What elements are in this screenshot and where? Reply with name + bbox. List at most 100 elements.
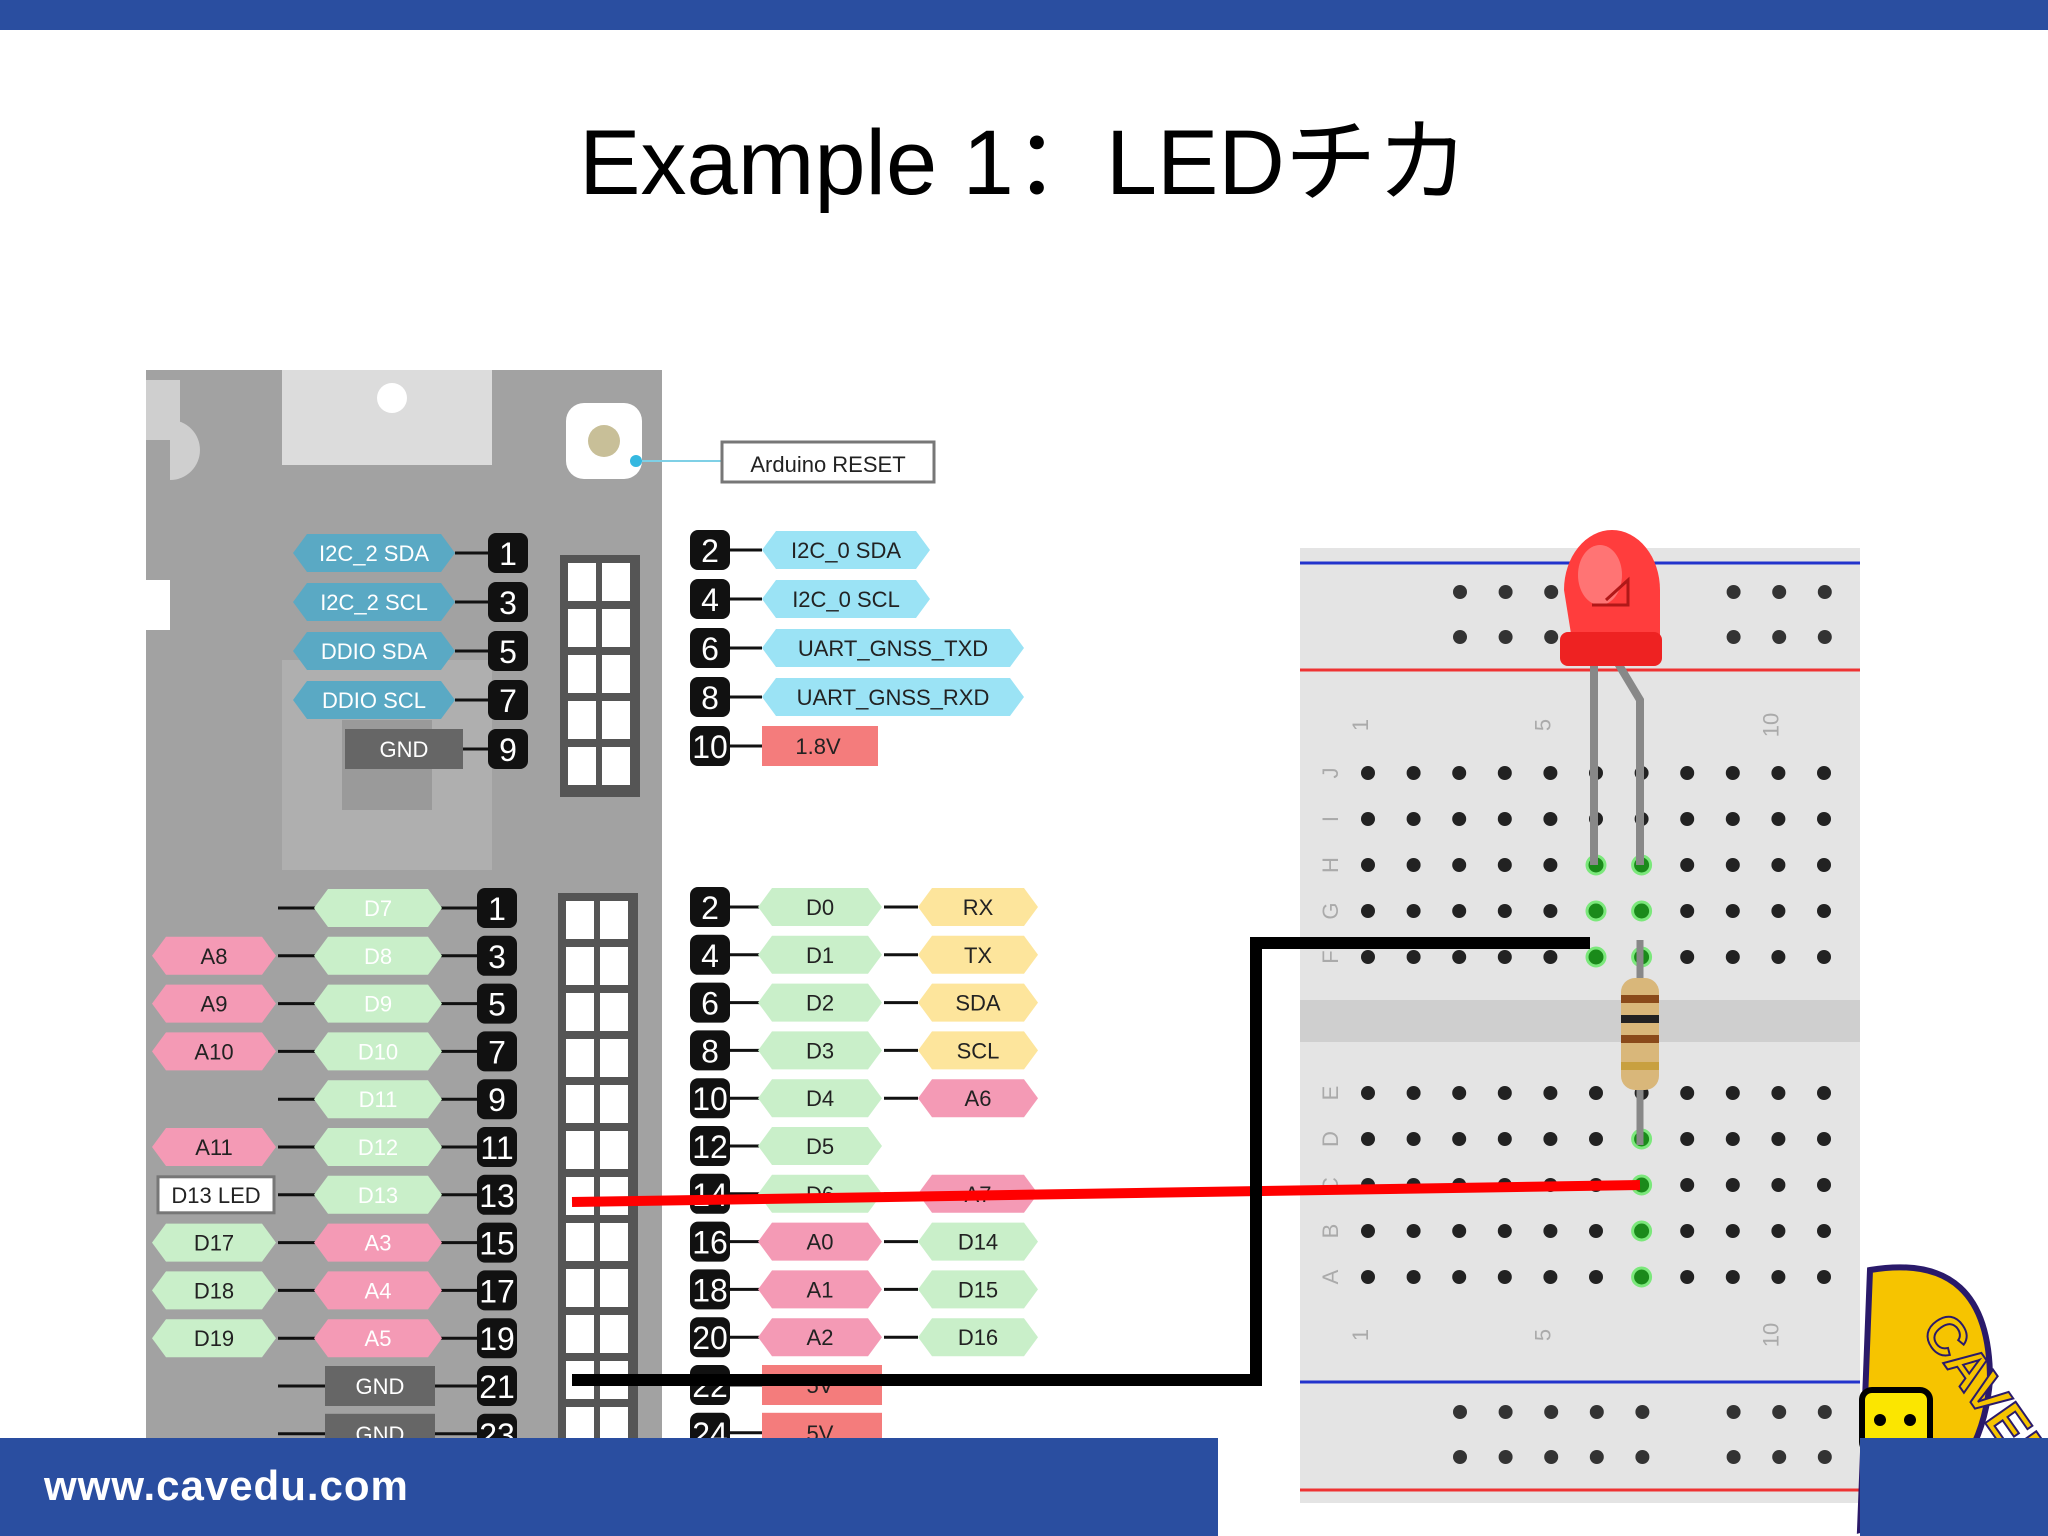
reset-label: Arduino RESET xyxy=(750,452,905,477)
header-socket xyxy=(600,1223,628,1261)
breadboard-hole xyxy=(1817,904,1831,918)
black-wire xyxy=(572,937,1590,1386)
breadboard-hole xyxy=(1453,630,1467,644)
breadboard-hole xyxy=(1361,1270,1375,1284)
pin-number-lower-right-number: 16 xyxy=(692,1225,728,1261)
breadboard-hole xyxy=(1817,812,1831,826)
pin-tag-lower-right-text: D0 xyxy=(806,895,834,920)
breadboard-hole xyxy=(1680,766,1695,780)
breadboard-hole xyxy=(1498,630,1513,644)
breadboard-hole xyxy=(1497,766,1512,780)
breadboard-hole xyxy=(1817,585,1832,599)
breadboard-hole xyxy=(1772,1450,1787,1464)
breadboard-hole xyxy=(1771,904,1786,918)
breadboard-hole xyxy=(1771,1178,1786,1192)
pin-tag-gnd-text: GND xyxy=(356,1374,405,1399)
pin-number-lower-left-number: 11 xyxy=(480,1130,513,1166)
pin-number-lower-right-number: 10 xyxy=(692,1081,728,1117)
header-socket xyxy=(566,901,594,939)
breadboard-hole xyxy=(1543,950,1558,964)
breadboard-hole xyxy=(1725,812,1740,826)
breadboard-hole xyxy=(1817,630,1832,644)
pin-number-lower-right-number: 4 xyxy=(701,938,719,974)
pin-tag-lower-left-extra-text: D17 xyxy=(194,1231,234,1256)
pin-tag-upper-right-text: UART_GNSS_TXD xyxy=(798,636,988,661)
pin-tag-lower-right-text: D5 xyxy=(806,1134,834,1159)
header-socket xyxy=(600,947,628,985)
breadboard-hole xyxy=(1452,950,1467,964)
breadboard-hole xyxy=(1817,1224,1831,1238)
pin-number-upper-left: 7 xyxy=(488,680,528,720)
pin-number-lower-right-number: 8 xyxy=(701,1033,719,1069)
breadboard-hole xyxy=(1406,812,1421,826)
pin-tag-upper-right-text: I2C_0 SDA xyxy=(791,538,901,563)
pin-tag-upper-right-text: UART_GNSS_RXD xyxy=(797,685,990,710)
pin-number-lower-right: 2 xyxy=(690,887,730,927)
pin-tag-lower-left: D10 xyxy=(314,1032,442,1071)
pin-tag-lower-right-extra: SCL xyxy=(918,1031,1038,1070)
breadboard-hole xyxy=(1589,1132,1603,1146)
header-socket xyxy=(600,1177,628,1215)
pin-number-upper-left: 5 xyxy=(488,631,528,671)
row-letter: B xyxy=(1318,1224,1343,1239)
pin-number-lower-right: 6 xyxy=(690,982,730,1023)
header-socket xyxy=(602,563,630,601)
pin-number-upper-right: 2 xyxy=(690,530,730,570)
pin-number-lower-left: 3 xyxy=(477,935,517,976)
breadboard-hole xyxy=(1635,1405,1650,1419)
breadboard-hole xyxy=(1817,766,1831,780)
breadboard-hole xyxy=(1680,1224,1695,1238)
pin-number-upper-right: 6 xyxy=(690,628,730,668)
pin-tag-lower-left-text: D13 xyxy=(358,1183,398,1208)
pin-tag-lower-right-text: A0 xyxy=(807,1230,834,1255)
breadboard-hole xyxy=(1452,1132,1467,1146)
header-socket xyxy=(600,1131,628,1169)
pin-tag-lower-left-extra-text: A11 xyxy=(195,1135,233,1160)
pin-number-lower-left: 9 xyxy=(477,1079,517,1120)
breadboard-hole xyxy=(1817,858,1831,872)
header-socket xyxy=(602,655,630,693)
breadboard-hole xyxy=(1771,1132,1786,1146)
pin-tag-lower-left-extra: A10 xyxy=(152,1032,276,1071)
column-number: 1 xyxy=(1348,719,1373,731)
header-socket xyxy=(566,1039,594,1077)
pin-number-lower-left-number: 7 xyxy=(488,1034,506,1070)
breadboard-hole xyxy=(1361,904,1375,918)
pin-number-upper-right-number: 8 xyxy=(701,680,719,716)
breadboard-hole xyxy=(1817,1270,1831,1284)
reset-label-box: Arduino RESET xyxy=(720,440,936,484)
breadboard-hole xyxy=(1771,950,1786,964)
header-socket xyxy=(566,1269,594,1307)
pin-number-upper-left-number: 9 xyxy=(499,732,517,768)
pin-tag-lower-right: A0 xyxy=(758,1222,882,1261)
breadboard-hole xyxy=(1771,1270,1786,1284)
pin-tag-lower-right-text: A2 xyxy=(807,1325,834,1350)
breadboard-hole xyxy=(1772,1405,1787,1419)
breadboard-hole xyxy=(1543,1270,1558,1284)
breadboard-hole xyxy=(1452,1086,1467,1100)
pin-tag-lower-left-text: D12 xyxy=(358,1135,398,1160)
bottom-brand-bar xyxy=(0,1438,1218,1536)
pin-tag-upper-right: I2C_0 SCL xyxy=(762,580,930,618)
breadboard-hole xyxy=(1497,950,1512,964)
pin-tag-lower-left-extra-text: A8 xyxy=(201,944,228,969)
breadboard-hole xyxy=(1725,1178,1740,1192)
breadboard-hole xyxy=(1361,858,1375,872)
breadboard-hole xyxy=(1361,766,1375,780)
header-socket xyxy=(566,1315,594,1353)
breadboard-hole xyxy=(1452,1224,1467,1238)
column-number: 1 xyxy=(1348,1329,1373,1341)
led-tag xyxy=(156,1175,276,1215)
column-number: 10 xyxy=(1758,1323,1783,1347)
pin-tag-upper-right: UART_GNSS_TXD xyxy=(762,629,1024,667)
red-led xyxy=(1560,530,1662,865)
pin-number-lower-right-number: 6 xyxy=(701,986,719,1022)
pin-number-upper-right-number: 10 xyxy=(692,729,728,765)
breadboard-hole xyxy=(1453,1405,1467,1419)
breadboard-hole xyxy=(1589,1086,1603,1100)
breadboard-hole xyxy=(1680,858,1695,872)
pin-tag-lower-left-text: D9 xyxy=(364,992,392,1017)
breadboard-hole xyxy=(1361,812,1375,826)
pin-number-lower-right: 18 xyxy=(690,1269,730,1310)
